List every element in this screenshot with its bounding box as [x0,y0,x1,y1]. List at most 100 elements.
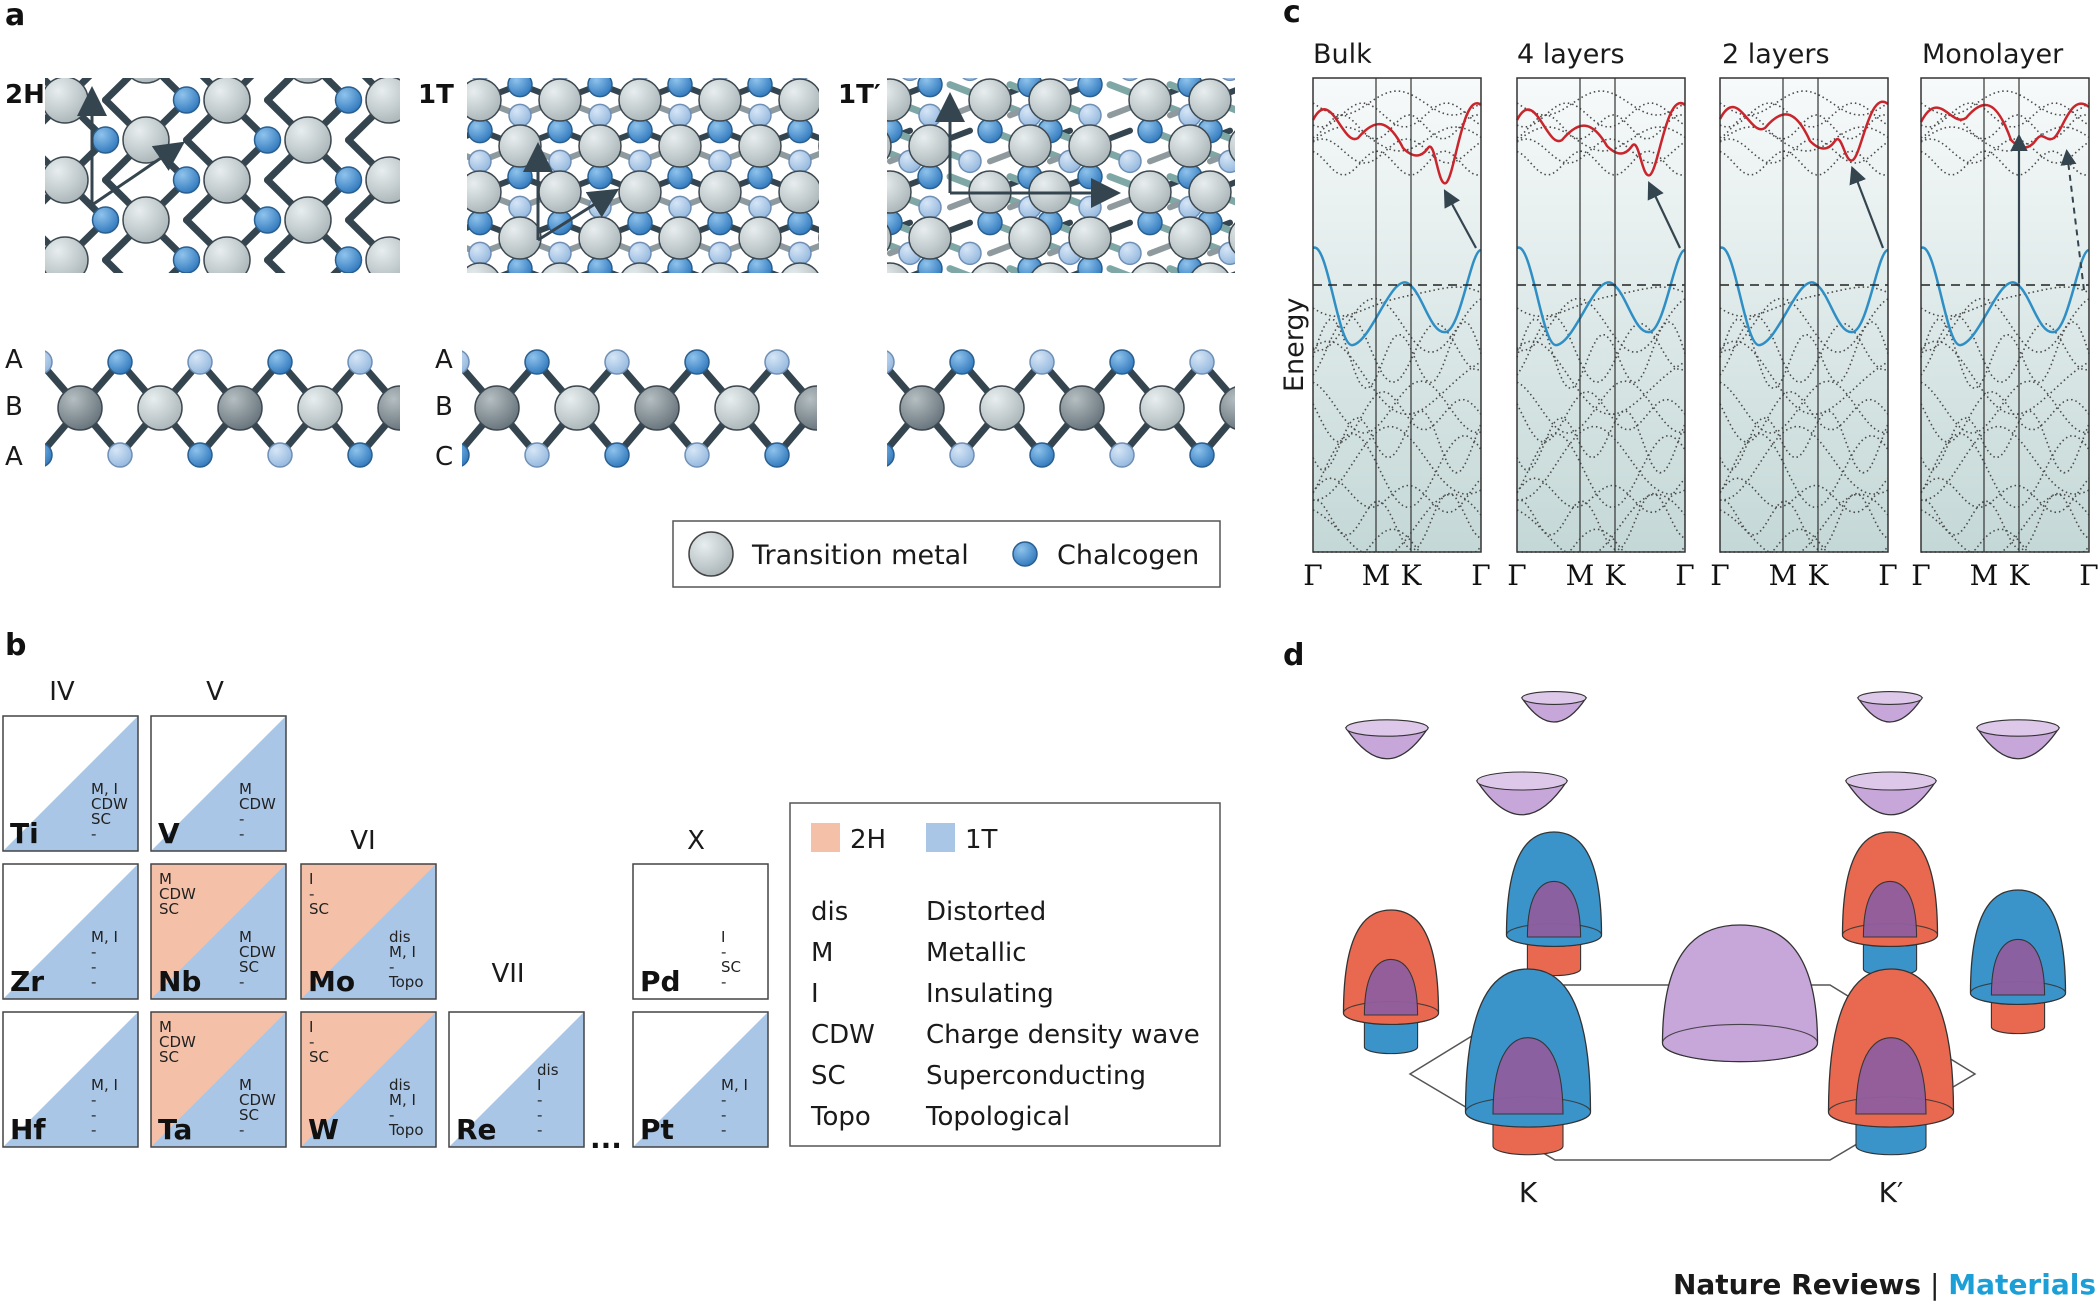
chalcogen-atom [498,7,524,33]
bond [887,189,893,197]
dotted-band [1516,318,1686,390]
lower-property: - [721,943,726,961]
chalcogen-atom [684,349,710,375]
lower-property: SC [239,958,259,976]
panel-c: Bulk 4 layers 2 layers Monolayer Energy … [1279,39,2099,592]
chalcogen-atom [1379,58,1401,80]
metal-atom [698,170,742,214]
metal-atom [714,385,760,431]
bond [813,402,817,412]
metal-atom [284,196,332,244]
phase-1t-fill [151,716,286,851]
metal-atom [122,196,170,244]
bond [400,192,440,207]
metal-atom [366,317,412,363]
bond [430,140,471,180]
chalcogen-atom [388,211,412,235]
chalcogen-atom [868,303,892,327]
bond [560,39,600,54]
chalcogen-atom [627,209,653,236]
bond [25,0,66,20]
chalcogen-atom [417,47,443,73]
chalcogen-atom [462,350,470,374]
group-label-iv: IV [49,677,75,707]
chalcogen-atom [917,255,943,273]
chalcogen-atom [859,288,881,310]
chalcogen-atom [1122,78,1138,82]
bond [227,0,268,20]
bond [830,192,870,207]
chalcogen-atom [869,58,891,80]
chalcogen-atom [918,103,942,128]
dotted-band [1312,432,1482,509]
chalcogen-atom [255,287,281,313]
dotted-band [1920,493,2090,553]
bond [65,0,106,20]
dotted-band [1516,315,1686,384]
conduction-bowl-6 [1975,719,2061,760]
chalcogen-atom [747,163,773,190]
kpoint-label: Γ [1507,559,1526,592]
element-symbol: Ti [10,817,39,850]
chalcogen-atom [845,350,869,374]
chalcogen-atom [388,303,412,327]
metal-atom [203,78,251,124]
element-symbol: Ta [158,1113,192,1146]
chalcogen-atom [347,442,373,468]
dotted-band-upper [1516,138,1686,164]
tile-border [150,1011,287,1148]
bond [227,340,268,380]
tile-border [150,863,287,1000]
chalcogen-atom [845,443,869,467]
chalcogen-atom [1029,349,1055,375]
band-title-bulk: Bulk [1313,39,1372,70]
bond [842,408,882,455]
chalcogen-atom [1077,163,1103,190]
chalcogen-atom [1077,78,1103,98]
chalcogen-atom [1270,443,1294,467]
lower-property: CDW [91,795,128,813]
lower-property: - [91,1106,96,1124]
dotted-band [1516,432,1686,509]
dotted-band [1312,425,1482,501]
chalcogen-atom [604,442,630,468]
lower-property: - [389,1106,394,1124]
chalcogen-atom [524,442,550,468]
metal-atom [217,385,263,431]
dotted-band [1719,340,1889,416]
bond [930,39,970,54]
chalcogen-atom [627,117,653,144]
element-symbol: W [308,1113,339,1146]
bond [520,54,560,69]
chalcogen-atom [958,149,982,174]
dotted-band [1719,493,1889,553]
conduction-band [1515,101,1686,177]
chalcogen-atom [708,149,732,174]
valley-left-inner [1363,958,1419,1016]
bond [1270,192,1310,207]
chalcogen-atom [1077,255,1103,273]
bond [990,284,1030,299]
chalcogen-atom [1138,303,1162,327]
lower-property: - [91,958,96,976]
phase-1t-fill [151,864,286,999]
bond [887,187,894,196]
bond [830,54,870,69]
bond [349,0,390,20]
bond [1150,284,1190,299]
metal-atom [1009,33,1051,75]
upper-property: - [309,885,314,903]
group-label-vi: VI [350,826,375,856]
chalcogen-atom [1118,241,1142,266]
bowl-rim [1521,691,1587,705]
inner-cone [1492,1037,1564,1115]
bond [1270,284,1310,299]
tile-border [448,1011,585,1148]
bond [1050,39,1090,54]
lattice-vector-a2 [537,188,620,242]
metal-atom [554,385,600,431]
bond [680,284,720,299]
dotted-band-upper [1719,150,1889,176]
